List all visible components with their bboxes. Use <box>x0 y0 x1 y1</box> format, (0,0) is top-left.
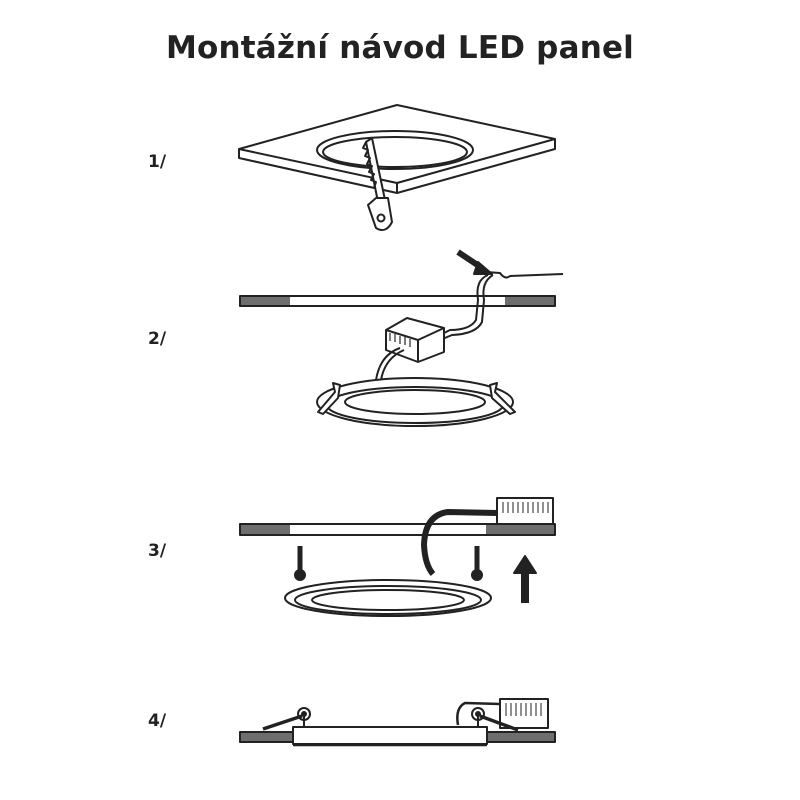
step-4-label: 4/ <box>148 711 167 731</box>
page-title: Montážní návod LED panel <box>165 30 635 66</box>
step-3-insert-driver <box>239 497 556 617</box>
step-2-label: 2/ <box>148 329 167 349</box>
step-1-label: 1/ <box>148 152 167 172</box>
step-3-label: 3/ <box>148 541 167 561</box>
step-1-cutting-hole <box>238 104 556 231</box>
step-2-connect-driver <box>239 249 564 427</box>
step-4-installed-panel <box>239 698 556 747</box>
